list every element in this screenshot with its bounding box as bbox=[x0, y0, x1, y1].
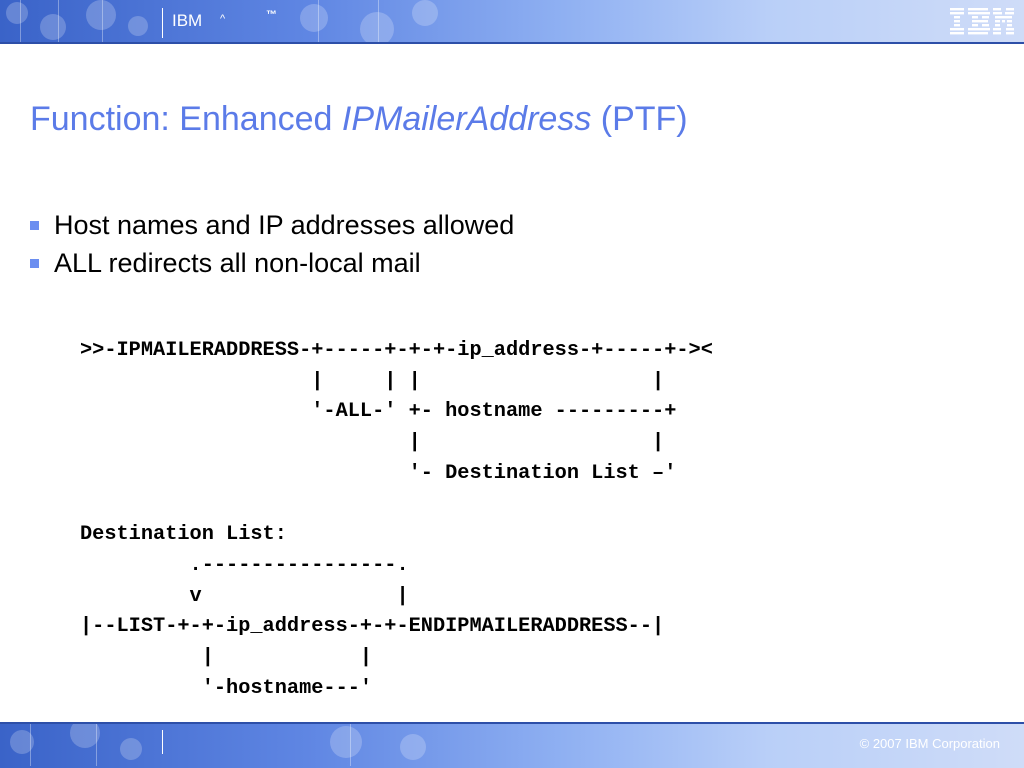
footer-separator bbox=[162, 730, 163, 754]
footer-banner: © 2007 IBM Corporation bbox=[0, 724, 1024, 768]
decor-line bbox=[318, 0, 319, 42]
decor-circle bbox=[120, 738, 142, 760]
banner-decoration bbox=[0, 0, 460, 42]
decor-line bbox=[58, 0, 59, 42]
syntax-diagram: >>-IPMAILERADDRESS-+-----+-+-+-ip_addres… bbox=[80, 339, 713, 700]
decor-circle bbox=[412, 0, 438, 26]
bullet-item: ALL redirects all non-local mail bbox=[30, 244, 514, 282]
decor-circle bbox=[330, 726, 362, 758]
square-bullet-icon bbox=[30, 259, 39, 268]
trademark-mark: ™ bbox=[266, 9, 277, 21]
decor-line bbox=[96, 724, 97, 766]
slide-title: Function: Enhanced IPMailerAddress (PTF) bbox=[30, 100, 688, 139]
decor-line bbox=[30, 724, 31, 766]
decor-circle bbox=[360, 12, 394, 42]
title-prefix: Function: Enhanced bbox=[30, 100, 342, 138]
bullet-text: ALL redirects all non-local mail bbox=[54, 248, 421, 278]
decor-circle bbox=[70, 724, 100, 748]
bullet-item: Host names and IP addresses allowed bbox=[30, 206, 514, 244]
decor-circle bbox=[400, 734, 426, 760]
decor-circle bbox=[300, 4, 328, 32]
banner-caret: ^ bbox=[220, 13, 226, 25]
ibm-logo-icon bbox=[950, 8, 1014, 35]
banner-brand: IBM bbox=[172, 11, 203, 30]
decor-line bbox=[378, 0, 379, 42]
decor-circle bbox=[86, 0, 116, 30]
decor-circle bbox=[128, 16, 148, 36]
decor-line bbox=[350, 724, 351, 766]
decor-line bbox=[20, 0, 21, 42]
decor-circle bbox=[40, 14, 66, 40]
top-banner: IBM ^ ™ bbox=[0, 0, 1024, 42]
footer-decoration bbox=[0, 724, 460, 766]
decor-line bbox=[102, 0, 103, 42]
copyright-text: © 2007 IBM Corporation bbox=[859, 736, 1000, 751]
decor-circle bbox=[10, 730, 34, 754]
footer-rule bbox=[0, 722, 1024, 724]
decor-circle bbox=[6, 2, 28, 24]
title-italic: IPMailerAddress bbox=[341, 100, 592, 138]
banner-rule bbox=[0, 42, 1024, 44]
banner-separator bbox=[162, 8, 163, 38]
bullet-text: Host names and IP addresses allowed bbox=[54, 210, 515, 240]
square-bullet-icon bbox=[30, 221, 39, 230]
bullet-list: Host names and IP addresses allowed ALL … bbox=[30, 206, 514, 282]
title-suffix: (PTF) bbox=[591, 100, 688, 138]
